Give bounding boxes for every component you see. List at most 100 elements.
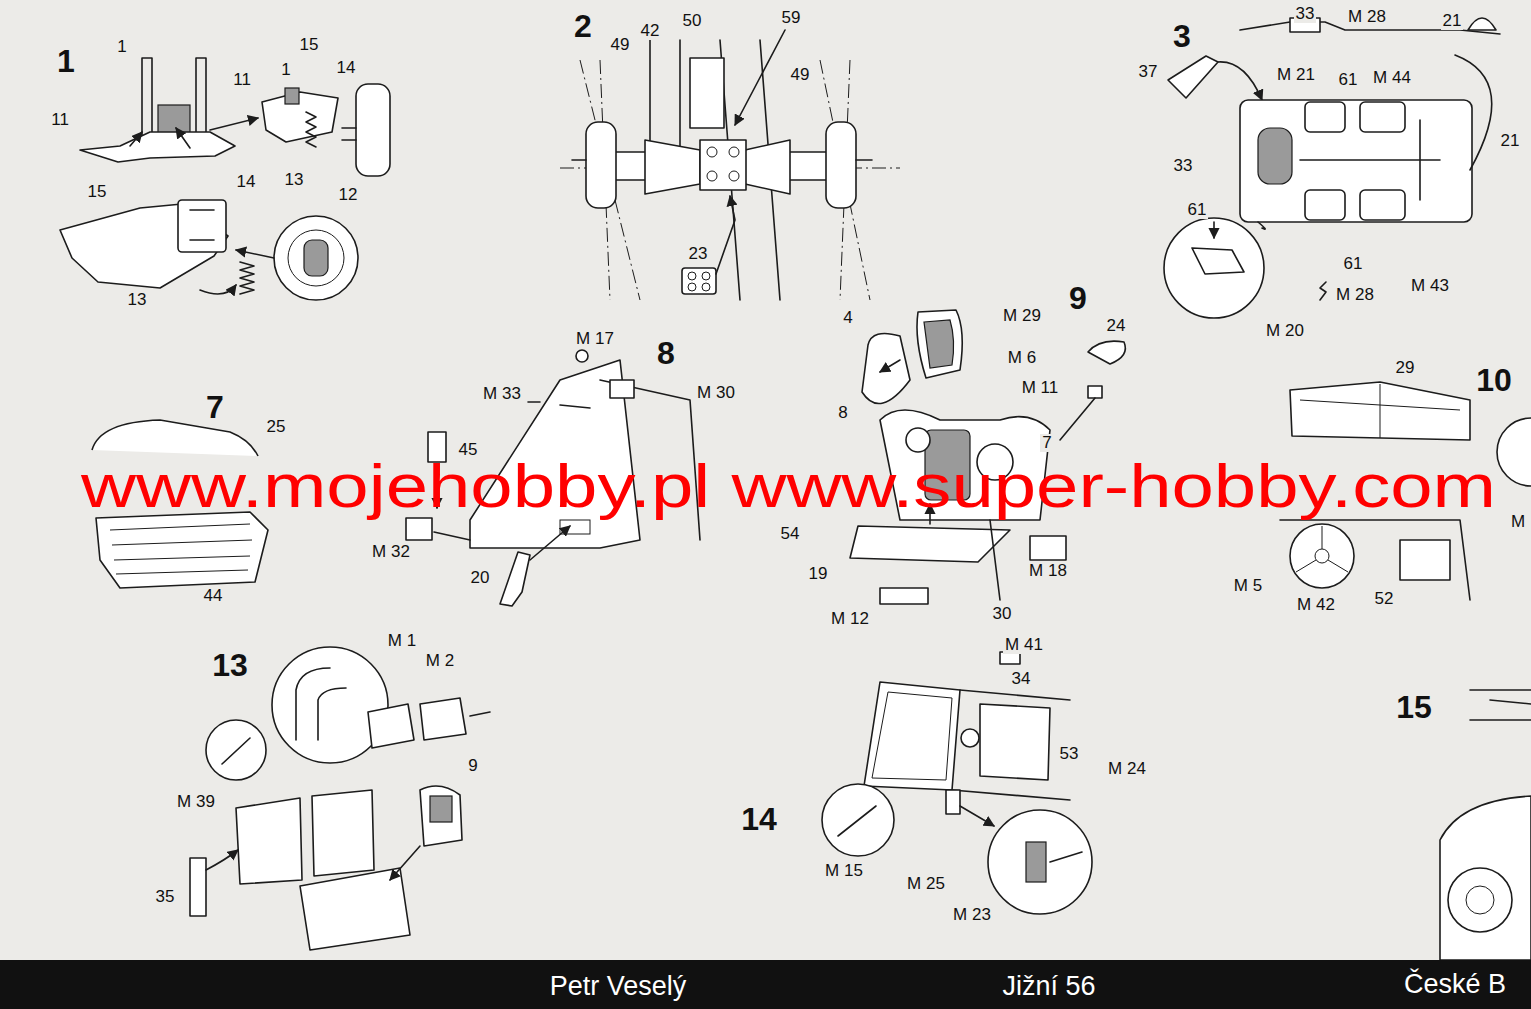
step-13-drawing-part bbox=[300, 868, 410, 950]
step-1-drawing-part bbox=[240, 262, 254, 294]
step-9-drawing-part bbox=[1088, 341, 1125, 364]
step-1-drawing-part bbox=[285, 88, 299, 104]
callout-number: M 33 bbox=[481, 385, 523, 403]
step-14-drawing-part bbox=[838, 806, 876, 836]
step-14-drawing-part bbox=[961, 729, 979, 747]
step-14-drawing-part bbox=[822, 784, 894, 856]
step-9-drawing-part bbox=[924, 320, 954, 368]
step-2-drawing-part bbox=[690, 58, 724, 128]
step-number: 15 bbox=[1394, 691, 1434, 725]
callout-number: M 23 bbox=[951, 906, 993, 924]
step-10-drawing-part bbox=[1497, 418, 1531, 486]
callout-number: 19 bbox=[807, 565, 830, 583]
callout-number: M 6 bbox=[1006, 349, 1038, 367]
step-9-drawing-part bbox=[862, 333, 910, 403]
step-3-drawing-part bbox=[1360, 190, 1405, 220]
step-number: 1 bbox=[55, 45, 77, 79]
callout-number: 23 bbox=[687, 245, 710, 263]
footer-bar bbox=[0, 960, 1531, 1009]
callout-number: 7 bbox=[1040, 434, 1053, 452]
callout-number: M 2 bbox=[424, 652, 456, 670]
step-1-drawing-part bbox=[304, 240, 328, 276]
step-3-drawing-part bbox=[1168, 56, 1218, 98]
step-8-drawing-part bbox=[406, 518, 432, 540]
step-3-drawing-part bbox=[1213, 222, 1215, 238]
step-9-drawing-part bbox=[917, 310, 962, 378]
step-3-drawing-part bbox=[1360, 102, 1405, 132]
step-13-drawing-part bbox=[236, 798, 302, 884]
step-13-drawing bbox=[190, 647, 490, 950]
step-3-drawing-part bbox=[1258, 128, 1292, 184]
step-1-drawing-part bbox=[342, 128, 356, 140]
step-8-drawing-part bbox=[500, 552, 530, 606]
step-2-drawing-part bbox=[729, 147, 739, 157]
step-14-drawing-part bbox=[960, 806, 994, 826]
step-14-drawing-part bbox=[988, 810, 1092, 914]
step-10-drawing-part bbox=[1296, 526, 1348, 572]
callout-number: 37 bbox=[1137, 63, 1160, 81]
step-13-drawing-part bbox=[312, 790, 374, 876]
step-number: 2 bbox=[572, 10, 594, 44]
callout-number: 59 bbox=[780, 9, 803, 27]
step-2-drawing-part bbox=[682, 268, 716, 294]
step-2-drawing-part bbox=[702, 283, 710, 291]
callout-number: M 32 bbox=[370, 543, 412, 561]
step-8-drawing-part bbox=[434, 532, 470, 540]
callout-number: M 29 bbox=[1001, 307, 1043, 325]
callout-number: 9 bbox=[466, 757, 479, 775]
callout-number: 14 bbox=[335, 59, 358, 77]
callout-number: 1 bbox=[279, 61, 292, 79]
step-13-drawing-part bbox=[430, 796, 452, 822]
callout-number: 61 bbox=[1342, 255, 1365, 273]
step-9-drawing-part bbox=[1030, 536, 1066, 560]
step-2-drawing-part bbox=[700, 140, 746, 190]
callout-number: 1 bbox=[115, 38, 128, 56]
step-3-drawing-part bbox=[1218, 62, 1262, 100]
step-3-drawing-part bbox=[1240, 100, 1472, 222]
step-1-drawing-part bbox=[130, 132, 142, 146]
callout-number: 20 bbox=[469, 569, 492, 587]
callout-number: 34 bbox=[1010, 670, 1033, 688]
step-3-drawing-part bbox=[1320, 282, 1326, 300]
step-8-drawing-part bbox=[528, 402, 590, 408]
step-10-drawing-part bbox=[1280, 520, 1470, 600]
callout-number: 30 bbox=[991, 605, 1014, 623]
callout-number: 11 bbox=[49, 111, 71, 129]
step-1-drawing-part bbox=[190, 210, 214, 240]
callout-number: 53 bbox=[1058, 745, 1081, 763]
step-15-drawing-part bbox=[1448, 868, 1512, 932]
step-9-drawing-part bbox=[1060, 398, 1095, 440]
callout-number: M 42 bbox=[1295, 596, 1337, 614]
step-14-drawing-part bbox=[980, 704, 1050, 780]
callout-number: 8 bbox=[836, 404, 849, 422]
step-9-drawing-part bbox=[880, 588, 928, 604]
step-number: 9 bbox=[1067, 282, 1089, 316]
callout-number: 33 bbox=[1294, 5, 1317, 23]
step-13-drawing-part bbox=[296, 668, 346, 740]
step-14-drawing-part bbox=[872, 692, 952, 780]
callout-number: 4 bbox=[841, 309, 854, 327]
step-13-drawing-part bbox=[470, 712, 490, 716]
step-14-drawing-part bbox=[946, 790, 960, 814]
callout-number: M 43 bbox=[1409, 277, 1451, 295]
step-14-drawing-part bbox=[1050, 852, 1082, 862]
callout-number: M 41 bbox=[1003, 636, 1045, 654]
callout-number: M 28 bbox=[1334, 286, 1376, 304]
step-9-drawing-part bbox=[990, 520, 1000, 600]
step-15-drawing-part bbox=[1470, 690, 1531, 720]
callout-number: 52 bbox=[1373, 590, 1396, 608]
step-3-drawing-part bbox=[1258, 222, 1265, 229]
step-13-drawing-part bbox=[222, 738, 250, 764]
callout-number: 21 bbox=[1441, 12, 1464, 30]
callout-number: M 44 bbox=[1371, 69, 1413, 87]
step-15-drawing-part bbox=[1466, 886, 1494, 914]
step-13-drawing-part bbox=[368, 704, 414, 748]
step-3-drawing-part bbox=[1305, 102, 1345, 132]
step-7-drawing-part bbox=[96, 512, 268, 588]
step-1-drawing-part bbox=[142, 58, 206, 140]
step-1-drawing-part bbox=[176, 128, 190, 148]
step-8-drawing-part bbox=[560, 520, 590, 534]
step-1-drawing-part bbox=[80, 132, 235, 162]
callout-number: M 12 bbox=[829, 610, 871, 628]
callout-number: 54 bbox=[779, 525, 802, 543]
